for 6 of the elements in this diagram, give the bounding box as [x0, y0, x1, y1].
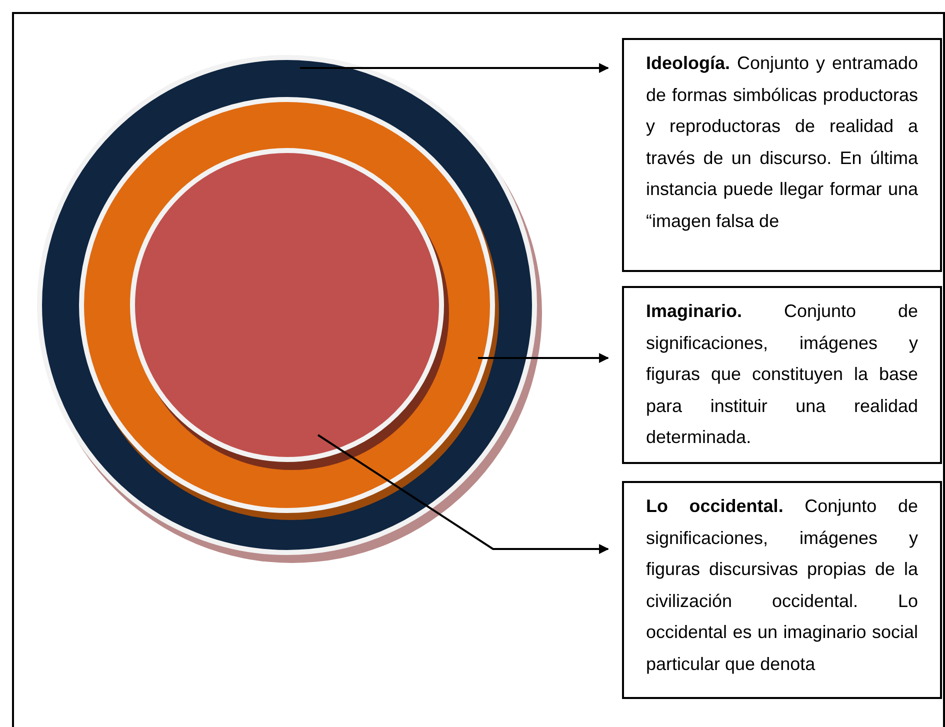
arrow	[317, 434, 609, 554]
arrow	[478, 353, 609, 363]
description-text: Imaginario. Conjunto de significaciones, imágenes y figuras que constituyen la base para instituir una realidad determinada.	[646, 300, 918, 449]
arrow	[300, 63, 609, 73]
description-text: Lo occidental. Conjunto de significaciones, imágenes y figuras discursivas propias de la civilización occidental. Lo occidental es un imaginario social particular que denota	[646, 495, 918, 676]
description-text: Ideología. Conjunto y entramado de formas simbólicas productoras y reproductoras de realidad a través de un discurso. En última instancia puede llegar formar una “imagen falsa de	[646, 52, 918, 233]
